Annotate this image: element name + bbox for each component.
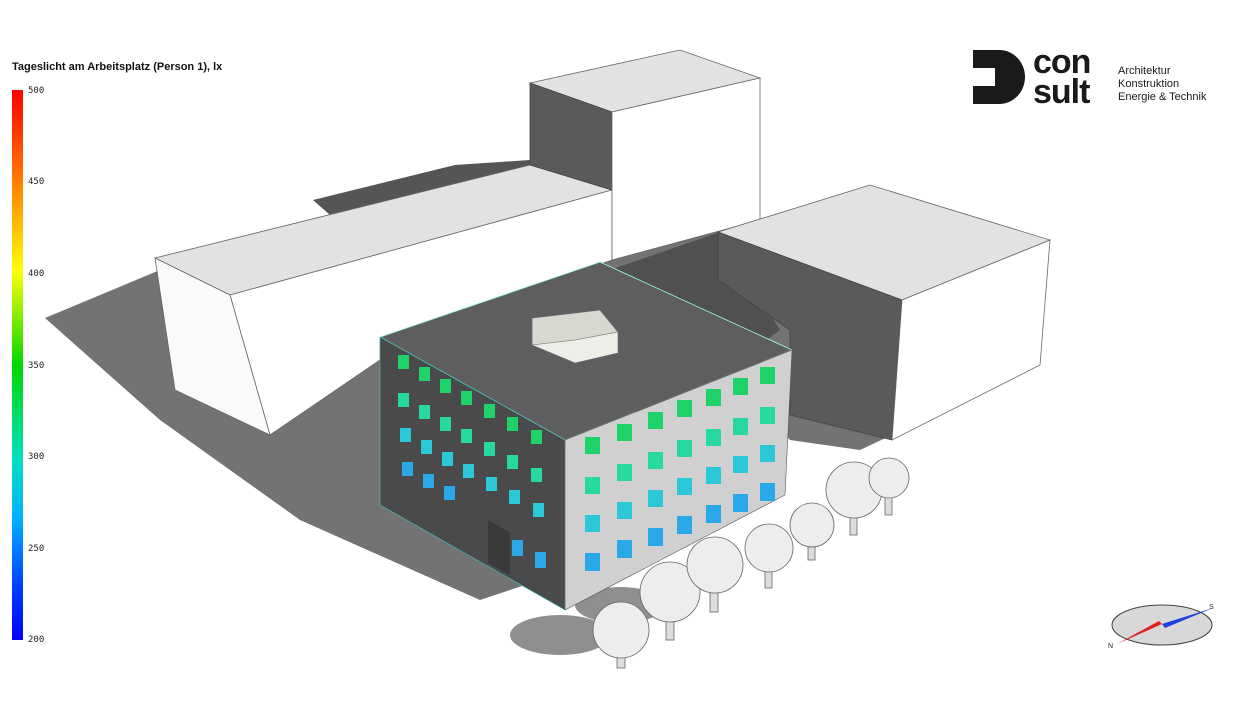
legend-color-scale xyxy=(12,90,23,640)
compass-icon xyxy=(1111,604,1213,646)
logo-word-con: con xyxy=(1033,43,1091,81)
legend-title: Tageslicht am Arbeitsplatz (Person 1), l… xyxy=(12,61,223,73)
trees xyxy=(592,457,910,669)
right-building-front xyxy=(891,239,1051,441)
roof-unit-side xyxy=(530,331,619,364)
neighbor-building-back xyxy=(313,160,530,215)
legend-tick-200: 200 xyxy=(28,635,45,645)
logo-sub-architektur: Architektur xyxy=(1118,65,1171,77)
windows-right xyxy=(585,367,775,571)
entrance xyxy=(488,520,510,575)
logo-sub-energie: Energie & Technik xyxy=(1118,91,1207,103)
neighbor-building-side xyxy=(154,257,271,436)
tree-shadow xyxy=(510,615,610,655)
logo-mark-icon xyxy=(973,50,1025,104)
compass-south-label: S xyxy=(1209,604,1214,611)
logo-word-sult: sult xyxy=(1033,73,1090,111)
company-logo: con sult Architektur Konstruktion Energi… xyxy=(973,43,1218,111)
legend-tick-350: 350 xyxy=(28,361,45,371)
compass-north-label: N xyxy=(1108,643,1114,650)
legend-tick-250: 250 xyxy=(28,544,45,554)
compass: S N xyxy=(1105,600,1220,655)
legend-tick-300: 300 xyxy=(28,452,45,462)
windows-left xyxy=(398,355,546,568)
legend-tick-400: 400 xyxy=(28,269,45,279)
legend-tick-450: 450 xyxy=(28,177,45,187)
logo-sub-konstruktion: Konstruktion xyxy=(1118,78,1180,90)
legend-tick-500: 500 xyxy=(28,86,45,96)
